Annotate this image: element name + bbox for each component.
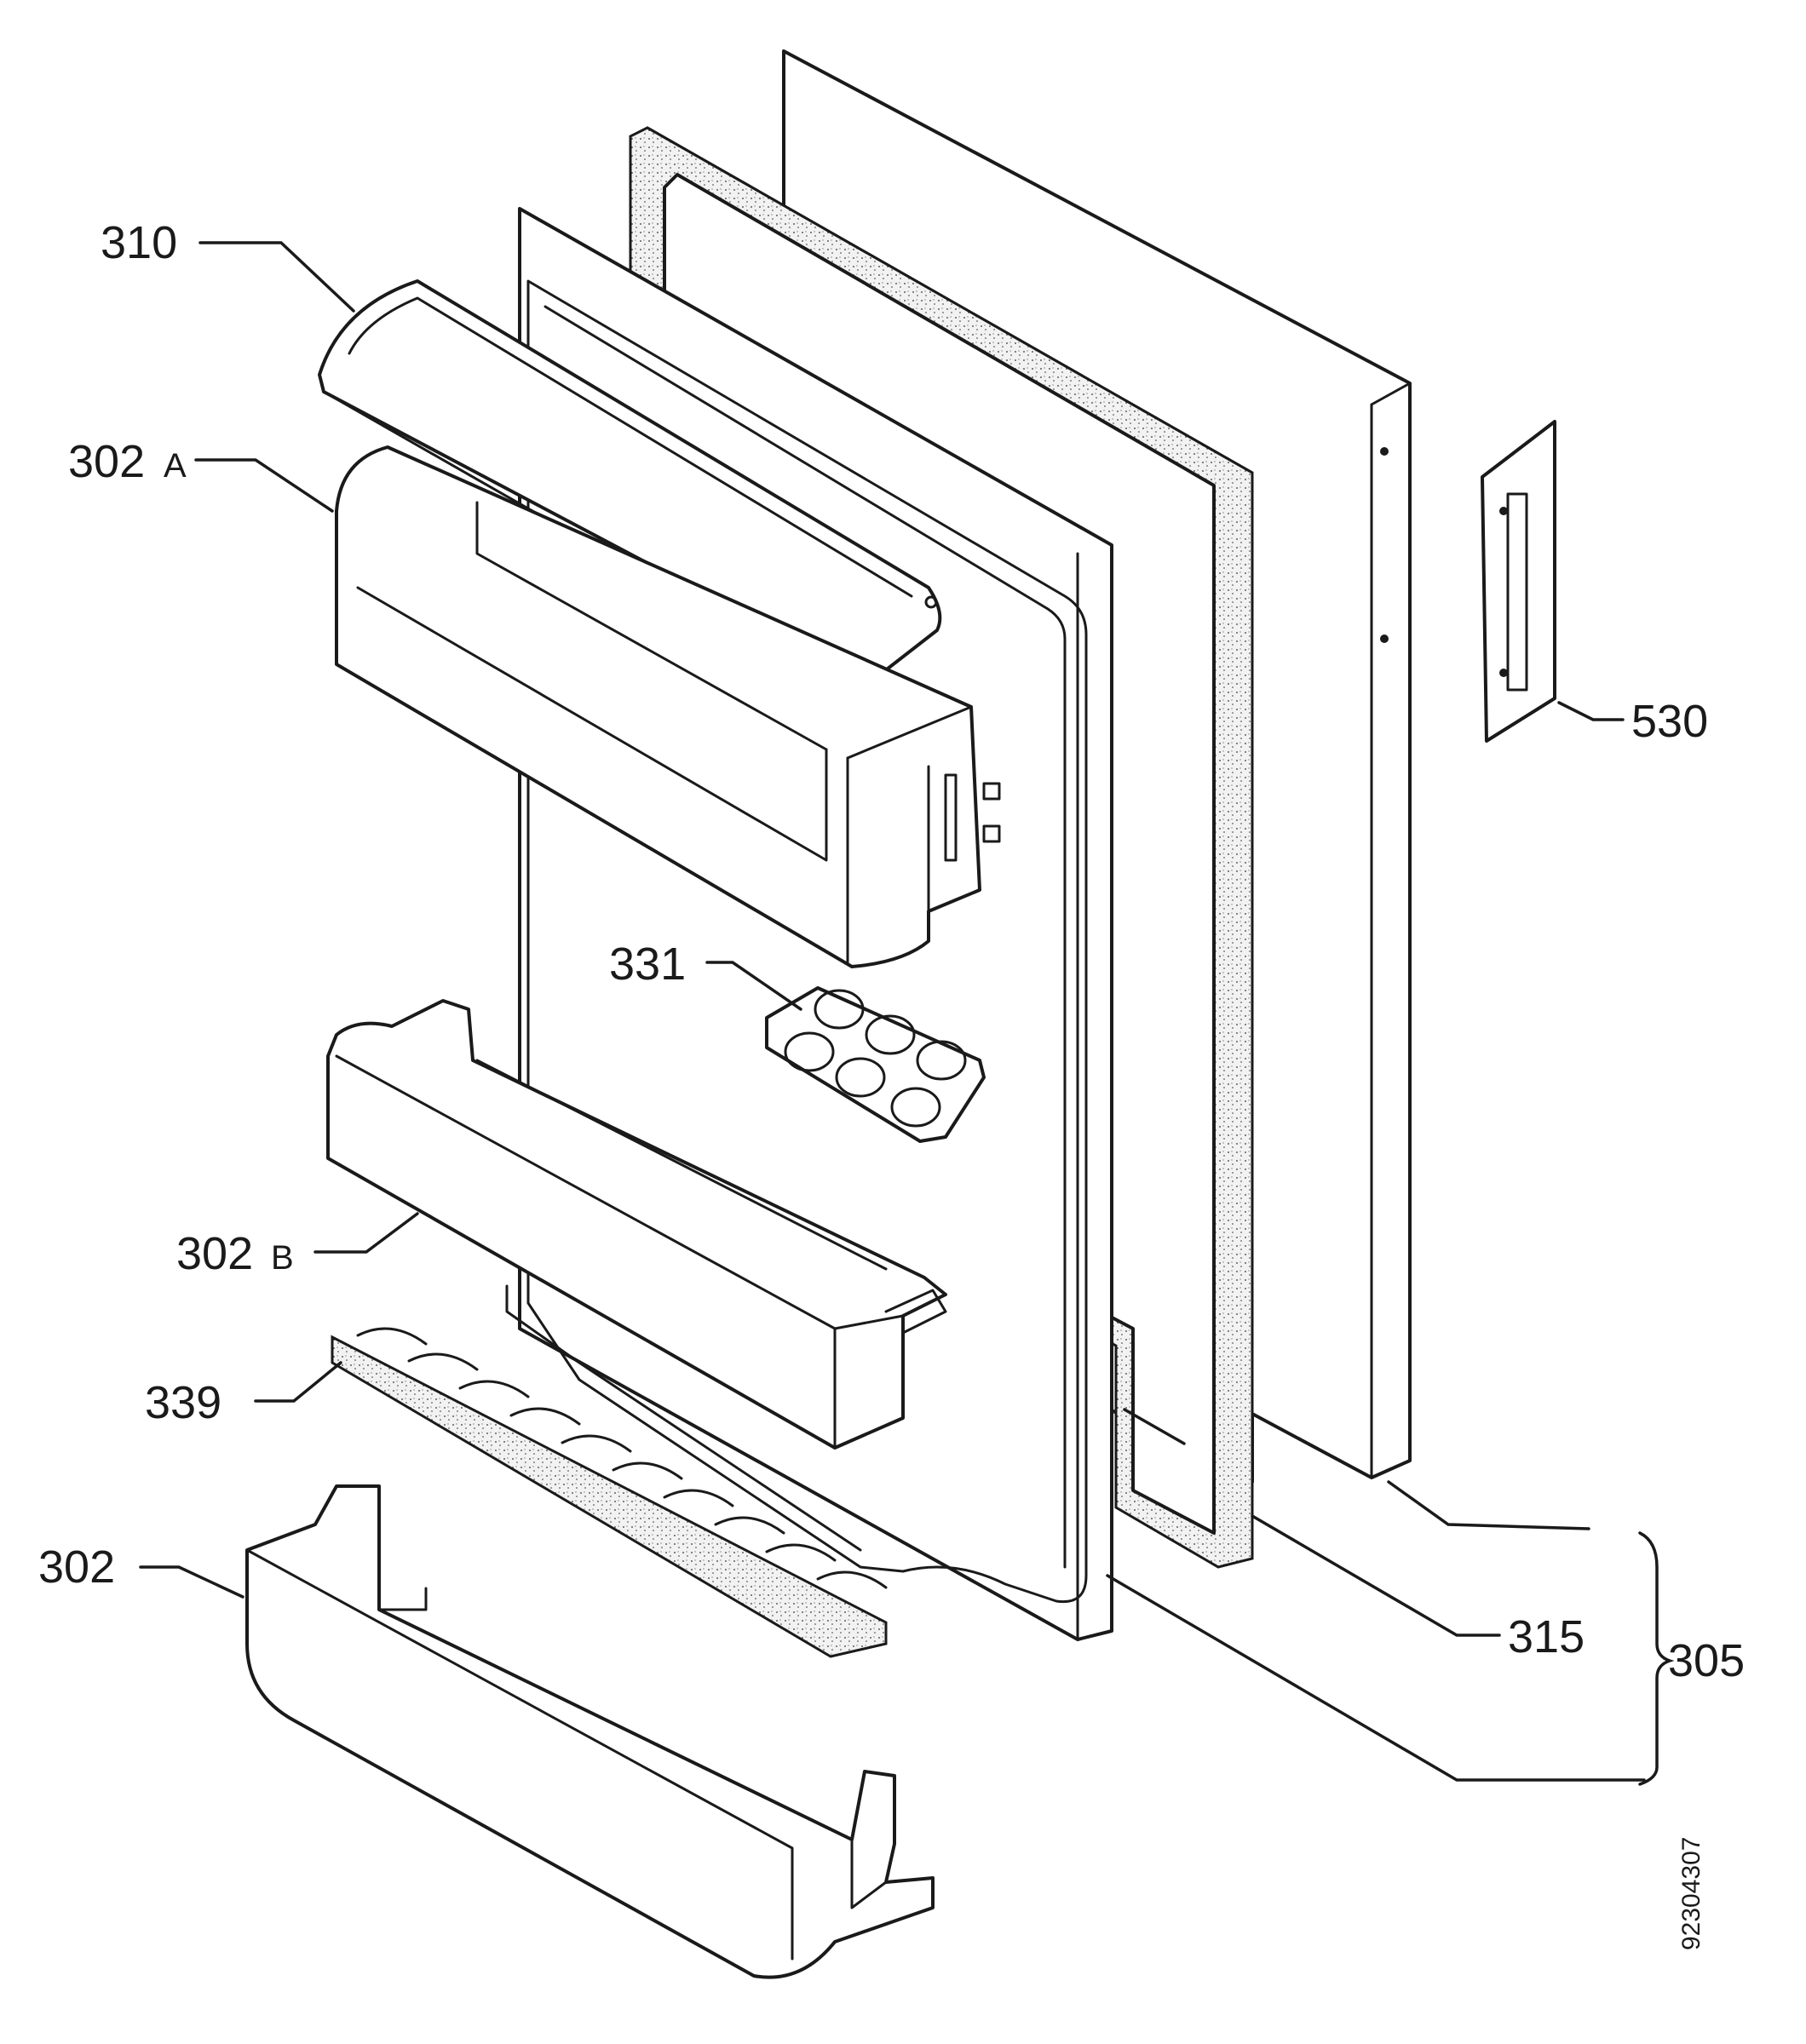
egg-tray-331 (765, 986, 986, 1143)
label-315: 315 (1508, 1611, 1585, 1662)
door-shelf-302 (245, 1484, 935, 1979)
label-302: 302 (38, 1542, 115, 1593)
label-310: 310 (101, 217, 177, 268)
bottle-retainer-339 (331, 1327, 888, 1658)
label-339: 339 (145, 1377, 221, 1428)
leader-lines (139, 241, 1675, 1786)
drawing-code: 92304307 (1677, 1837, 1705, 1950)
hinge-bracket-530 (1481, 420, 1556, 743)
label-331: 331 (609, 939, 686, 990)
label-302a-number: 302 (68, 436, 145, 487)
label-305: 305 (1668, 1635, 1745, 1686)
label-302a-suffix: A (164, 447, 187, 485)
door-shelf-302b (326, 999, 947, 1450)
door-shelf-302a (335, 445, 1001, 968)
label-302b-number: 302 (176, 1228, 253, 1279)
label-530: 530 (1631, 696, 1708, 747)
label-302b-suffix: B (271, 1239, 294, 1277)
